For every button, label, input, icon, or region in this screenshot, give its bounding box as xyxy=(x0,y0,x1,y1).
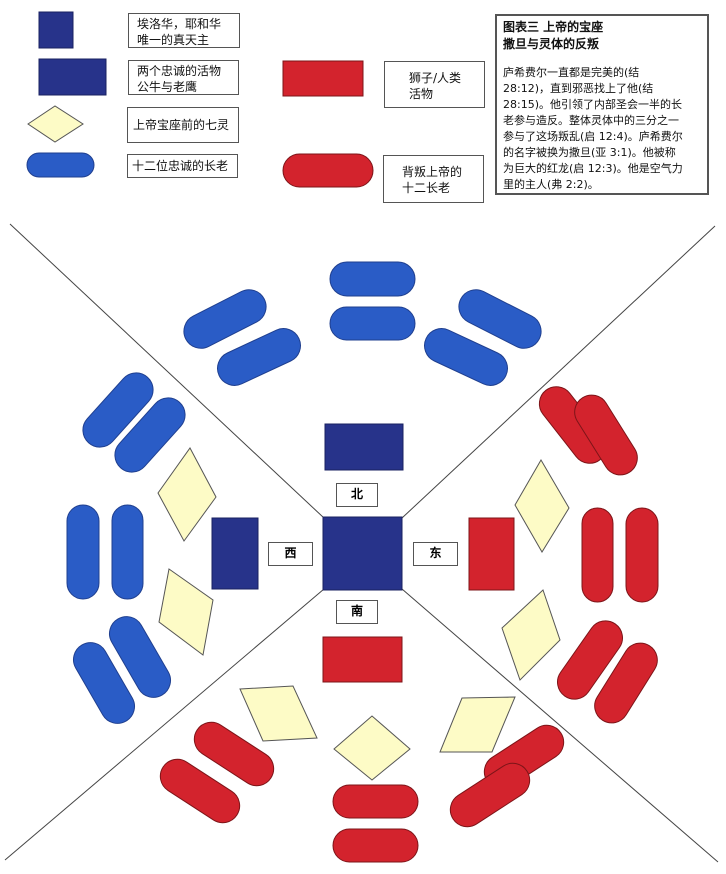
info-line: 参与了这场叛乱(启 12:4)。庐希费尔 xyxy=(503,130,683,143)
info-line: 28:15)。他引领了内部圣会一半的长 xyxy=(503,98,682,111)
info-box: 图表三 上帝的宝座 撒旦与灵体的反叛 庐希费尔一直都是完美的(结 28:12)，… xyxy=(495,14,709,195)
legend-text: 公牛与老鹰 xyxy=(137,80,198,94)
legend-label-god: 埃洛华，耶和华 唯一的真天主 xyxy=(128,13,240,48)
rebel-elders xyxy=(159,386,659,863)
seven-spirits xyxy=(157,447,570,781)
direction-east: 东 xyxy=(413,542,458,566)
elder-pill xyxy=(458,289,542,349)
divider-line-sw xyxy=(4,588,325,861)
info-subtitle: 撒旦与灵体的反叛 xyxy=(503,37,600,51)
elder-pill xyxy=(82,372,154,448)
direction-south: 南 xyxy=(336,600,378,624)
spirit-diamond xyxy=(501,589,561,681)
divider-line-nw xyxy=(9,223,325,519)
west-creature xyxy=(211,517,259,590)
elder-pill xyxy=(332,828,419,863)
legend-god-square xyxy=(38,11,74,49)
spirit-diamond xyxy=(439,696,516,753)
south-creature xyxy=(322,636,403,683)
info-line: 的名字被换为撒旦(亚 3:1)。他被称 xyxy=(503,146,676,159)
elder-pill xyxy=(574,394,638,476)
info-line: 28:12)，直到邪恶找上了他(结 xyxy=(503,82,654,95)
legend-text: 唯一的真天主 xyxy=(137,33,210,47)
info-line: 里的主人(弗 2:2)。 xyxy=(503,178,599,191)
divider-line-ne xyxy=(401,225,716,519)
elder-pill xyxy=(111,504,144,600)
direction-north: 北 xyxy=(336,483,378,507)
throne-god-square xyxy=(322,516,403,591)
info-line: 老参与造反。整体灵体中的三分之一 xyxy=(503,114,679,127)
legend-rebel-creature-rect xyxy=(282,60,364,97)
elder-pill xyxy=(183,289,267,349)
legend-label-rebel-creatures: 狮子/人类 活物 xyxy=(384,61,485,108)
elder-pill xyxy=(625,507,659,603)
elder-pill xyxy=(581,507,614,603)
north-creature xyxy=(324,423,404,471)
spirit-diamond xyxy=(514,459,570,553)
legend-text: 上帝宝座前的七灵 xyxy=(133,118,230,132)
legend-label-loyal-elders: 十二位忠诚的长老 xyxy=(127,154,238,178)
legend-loyal-elder-pill xyxy=(26,152,95,178)
elder-pill xyxy=(332,784,419,819)
legend-loyal-creature-rect xyxy=(38,58,107,96)
legend-label-loyal-creatures: 两个忠诚的活物 公牛与老鹰 xyxy=(128,60,239,95)
legend-spirit-diamond xyxy=(27,105,84,143)
legend-text: 十二位忠诚的长老 xyxy=(132,159,229,173)
elder-pill xyxy=(193,721,275,787)
elder-pill xyxy=(449,762,531,828)
elder-pill xyxy=(329,261,416,297)
legend-text: 两个忠诚的活物 xyxy=(137,64,222,78)
info-line: 为巨大的红龙(启 12:3)。他是空气力 xyxy=(503,162,683,175)
legend-rebel-elder-pill xyxy=(282,153,374,188)
legend-label-rebel-elders: 背叛上帝的 十二长老 xyxy=(383,155,484,203)
elder-pill xyxy=(594,642,658,724)
elder-pill xyxy=(73,642,135,724)
spirit-diamond xyxy=(157,447,217,542)
elder-pill xyxy=(109,616,171,698)
elder-pill xyxy=(217,328,301,386)
spirit-diamond xyxy=(333,715,411,781)
divider-line-se xyxy=(401,588,719,863)
info-title: 图表三 上帝的宝座 xyxy=(503,20,604,34)
legend-text: 活物 xyxy=(409,87,434,101)
spirit-diamond xyxy=(158,568,214,656)
elder-pill xyxy=(159,758,241,824)
legend-text: 背叛上帝的 xyxy=(402,165,463,179)
loyal-elders xyxy=(66,261,542,724)
elder-pill xyxy=(329,306,416,341)
legend-text: 狮子/人类 xyxy=(409,71,462,85)
legend-text: 埃洛华，耶和华 xyxy=(137,17,222,31)
elder-pill xyxy=(114,397,186,473)
elder-pill xyxy=(66,504,100,600)
east-creature xyxy=(468,517,515,591)
legend-label-seven-spirits: 上帝宝座前的七灵 xyxy=(127,107,239,143)
legend-text: 十二长老 xyxy=(402,181,451,195)
spirit-diamond xyxy=(239,685,318,742)
elder-pill xyxy=(557,620,623,700)
direction-west: 西 xyxy=(268,542,313,566)
info-line: 庐希费尔一直都是完美的(结 xyxy=(503,66,640,79)
elder-pill xyxy=(424,328,508,386)
